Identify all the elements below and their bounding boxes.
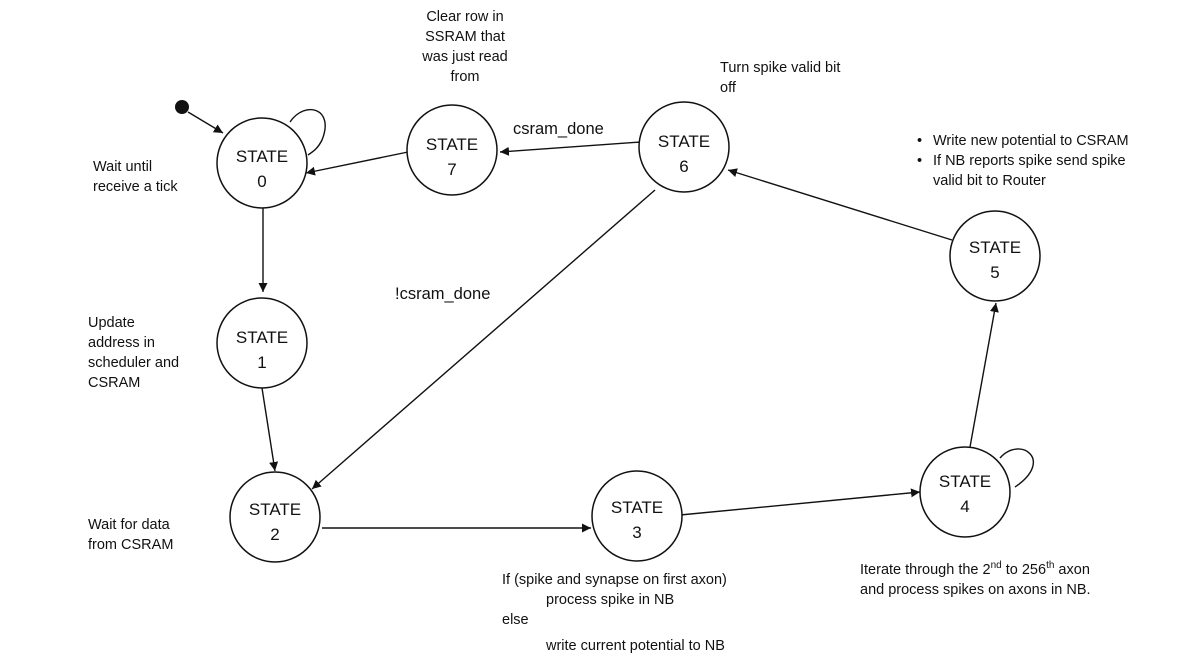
note-state-4: Iterate through the 2nd to 256th axon an… (860, 556, 1091, 600)
note-line: CSRAM (88, 375, 141, 391)
state-1-title: STATE (236, 328, 288, 347)
note-text: to 256 (1001, 561, 1047, 578)
state-6-title: STATE (658, 132, 710, 151)
note-state-1: Update address in scheduler and CSRAM (88, 313, 179, 393)
edge-state1-to-state2 (261, 387, 279, 472)
state-2-title: STATE (249, 500, 301, 519)
note-line: and process spikes on axons in NB. (860, 581, 1091, 598)
state-3-title: STATE (611, 498, 663, 517)
note-line: address in (88, 335, 155, 351)
state-4-title: STATE (939, 472, 991, 491)
note-line: off (720, 80, 736, 96)
state-5: STATE 5 (949, 210, 1041, 302)
note-line: Wait until (93, 159, 153, 175)
note-state-6: Turn spike valid bit off (720, 58, 840, 98)
state-4: STATE 4 (919, 446, 1011, 538)
state-7-number: 7 (447, 160, 456, 179)
note-line: Write new potential to CSRAM (933, 133, 1129, 149)
edge-state7-to-state0 (305, 151, 409, 176)
note-line: scheduler and (88, 355, 180, 371)
edge-state6-to-state7 (499, 141, 642, 156)
state-2-number: 2 (270, 525, 279, 544)
edge-label-not-csram-done: !csram_done (395, 285, 491, 303)
state-3: STATE 3 (591, 470, 683, 562)
state-4-number: 4 (960, 497, 969, 516)
note-line: valid bit to Router (933, 173, 1046, 189)
state-0-number: 0 (257, 172, 266, 191)
note-line: from CSRAM (88, 537, 174, 553)
edge-state5-to-state6 (727, 168, 953, 241)
note-line: Turn spike valid bit (720, 60, 841, 76)
note-state-5: Write new potential to CSRAM If NB repor… (915, 131, 1129, 191)
state-7-title: STATE (426, 135, 478, 154)
state-0-title: STATE (236, 147, 288, 166)
note-state-3: If (spike and synapse on first axon) pro… (502, 570, 727, 656)
note-superscript: nd (990, 560, 1002, 571)
note-superscript: th (1046, 560, 1055, 571)
edge-state0-self-loop (289, 108, 326, 156)
note-bullet: If NB reports spike send spike valid bit … (915, 151, 1129, 191)
state-5-number: 5 (990, 263, 999, 282)
note-bullet: Write new potential to CSRAM (915, 131, 1129, 151)
state-0: STATE 0 (216, 117, 308, 209)
state-2: STATE 2 (229, 471, 321, 563)
note-line: receive a tick (93, 179, 178, 195)
edge-state6-to-state2 (311, 189, 656, 490)
edge-label-csram-done: csram_done (513, 120, 604, 138)
state-1-number: 1 (257, 353, 266, 372)
note-line: write current potential to NB (546, 638, 725, 654)
note-line: from (450, 69, 480, 85)
edge-state3-to-state4 (679, 488, 921, 516)
note-line: else (502, 612, 529, 628)
note-line: If NB reports spike send spike (933, 153, 1126, 169)
note-line: was just read (422, 49, 508, 65)
state-7: STATE 7 (406, 104, 498, 196)
edge-state4-to-state5 (969, 302, 999, 448)
state-6: STATE 6 (638, 101, 730, 193)
note-state-7: Clear row in SSRAM that was just read fr… (400, 7, 530, 87)
note-text: axon (1054, 561, 1090, 578)
initial-state-dot (175, 100, 189, 114)
note-line: process spike in NB (546, 592, 675, 608)
note-text: Iterate through the 2 (860, 561, 991, 578)
note-line: SSRAM that (425, 29, 505, 45)
state-6-number: 6 (679, 157, 688, 176)
state-1: STATE 1 (216, 297, 308, 389)
note-line: Wait for data (88, 517, 170, 533)
edge-initial-to-state0 (187, 111, 224, 134)
note-line: If (spike and synapse on first axon) (502, 572, 727, 588)
state-5-title: STATE (969, 238, 1021, 257)
note-bullet-list: Write new potential to CSRAM If NB repor… (915, 131, 1129, 191)
note-line: Iterate through the 2nd to 256th axon (860, 556, 1091, 580)
state-3-number: 3 (632, 523, 641, 542)
note-line: Update (88, 315, 135, 331)
note-state-2: Wait for data from CSRAM (88, 515, 173, 555)
note-line: Clear row in (426, 9, 504, 25)
edge-state4-self-loop (999, 448, 1035, 488)
note-state-0: Wait until receive a tick (93, 157, 178, 197)
